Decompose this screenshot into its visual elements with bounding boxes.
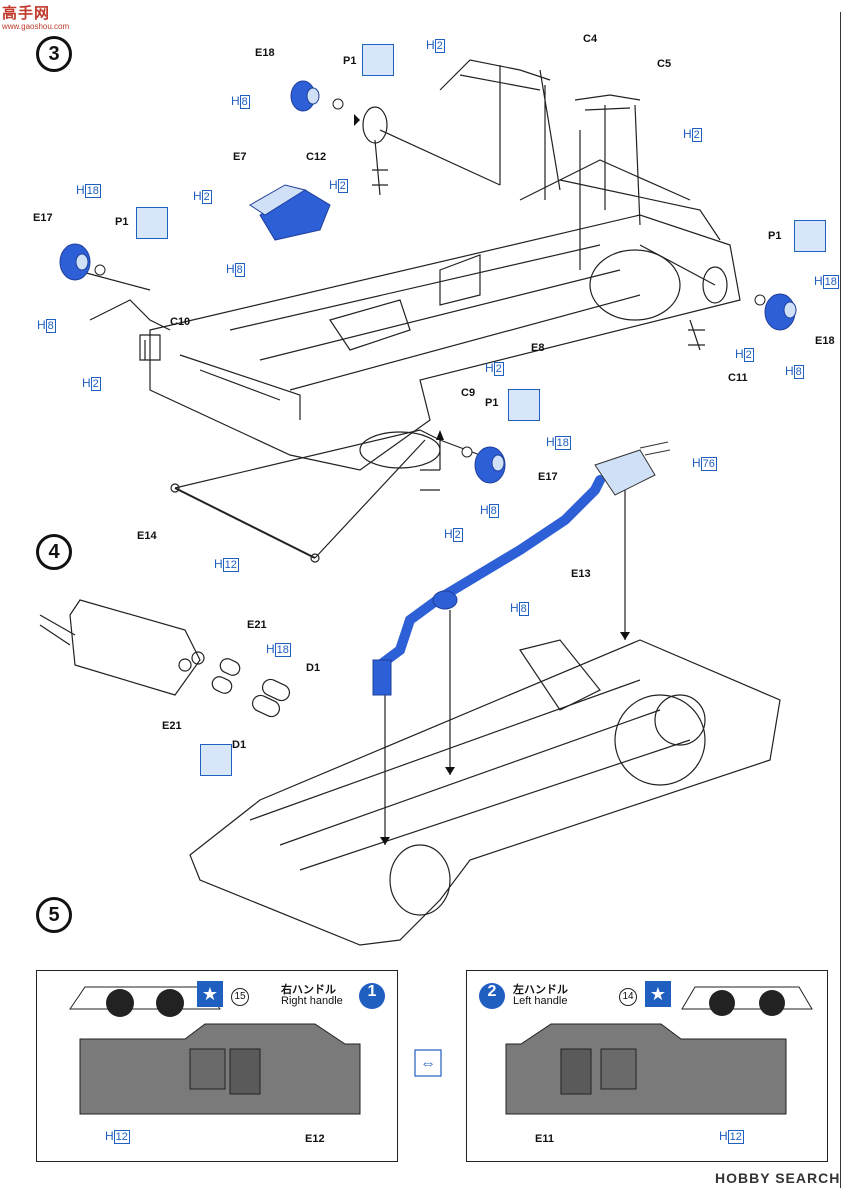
hobby-search-logo: HOBBY SEARCH [715, 1170, 841, 1186]
page-frame [18, 12, 841, 1188]
arrow-1 [354, 114, 360, 126]
star-icon: ★ [197, 981, 223, 1007]
left-handle-en: Left handle [513, 995, 568, 1007]
left-handle-jp: 左ハンドル [513, 984, 568, 996]
label-E17-left: E17 [33, 212, 53, 224]
left-gauge-cluster [681, 986, 813, 1016]
right-gauge-cluster [69, 986, 221, 1017]
no-glue-icon [136, 207, 168, 239]
no-glue-icon [508, 389, 540, 421]
label-P1-left: P1 [115, 216, 129, 228]
glue-icon [200, 744, 232, 776]
label-P1-right: P1 [768, 230, 782, 242]
right-handle-jp: 右ハンドル [281, 984, 336, 996]
label-E13: E13 [571, 568, 591, 580]
label-C11: C11 [728, 372, 748, 384]
no-glue-icon [362, 44, 394, 76]
label-C9: C9 [461, 387, 476, 399]
watermark-text: 高手网 [2, 5, 51, 22]
right-handle-en: Right handle [281, 995, 343, 1007]
num-14: 14 [619, 988, 637, 1006]
label-C4: C4 [583, 33, 598, 45]
label-E8: E8 [531, 342, 545, 354]
watermark-logo: 高手网 www.gaoshou.com [2, 2, 72, 36]
step-4-number: 4 [36, 534, 72, 570]
label-D1-bottom: D1 [232, 739, 247, 751]
H76-muffler-part [594, 449, 656, 496]
dashboard-E12 [79, 1023, 361, 1115]
label-E12: E12 [305, 1133, 325, 1145]
label-P1-top: P1 [343, 55, 357, 67]
label-E21-top: E21 [247, 619, 267, 631]
label-E7: E7 [233, 151, 247, 163]
label-C5: C5 [657, 58, 672, 70]
label-D1-top: D1 [306, 662, 321, 674]
left-handle-badge: 2 [479, 983, 505, 1009]
label-E11: E11 [535, 1133, 554, 1145]
watermark-url: www.gaoshou.com [2, 22, 70, 31]
label-E17-mid: E17 [538, 471, 558, 483]
right-handle-badge: 1 [359, 983, 385, 1009]
label-E18-top: E18 [255, 47, 275, 59]
star-icon: ★ [645, 981, 671, 1007]
num-15: 15 [231, 988, 249, 1006]
E13-exhaust-part [375, 475, 605, 670]
label-E21-bottom: E21 [162, 720, 182, 732]
label-E14: E14 [137, 530, 157, 542]
step-3-number: 3 [36, 36, 72, 72]
label-P1-mid: P1 [485, 397, 499, 409]
label-C12: C12 [306, 151, 327, 163]
E17-left-part [59, 243, 91, 281]
no-glue-icon [794, 220, 826, 252]
swap-arrow-icon: ⇔ [420, 1055, 436, 1072]
step-5-number: 5 [36, 897, 72, 933]
label-E18-right: E18 [815, 335, 835, 347]
label-C10: C10 [170, 316, 191, 328]
dashboard-E11 [505, 1023, 787, 1115]
